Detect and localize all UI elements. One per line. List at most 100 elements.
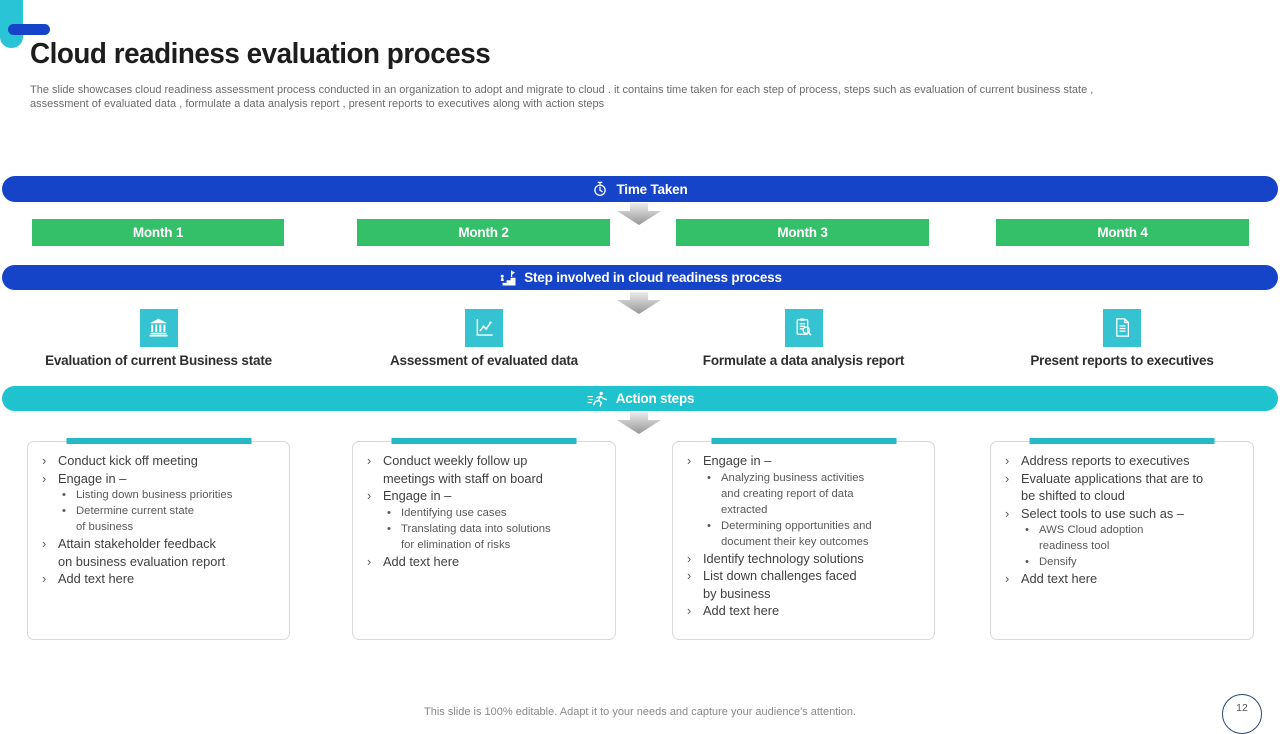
list-item: › Engage in – (361, 487, 607, 505)
accent-bar (8, 24, 50, 35)
list-item-text: Add text here (1021, 571, 1098, 586)
chevron-bullet-icon: › (1005, 470, 1010, 486)
chevron-bullet-icon: › (42, 536, 47, 551)
card-accent-bar (66, 438, 251, 444)
dot-bullet-icon: • (1025, 524, 1029, 536)
chevron-bullet-icon: › (42, 453, 47, 468)
steps-banner-label: Step involved in cloud readiness process (524, 270, 782, 285)
chevron-bullet-icon: › (1005, 505, 1010, 521)
list-item: • AWS Cloud adoption readiness tool (999, 522, 1245, 554)
list-item-text: Engage in – (58, 470, 127, 486)
list-item-text: Determine current state of business (76, 505, 195, 533)
page-number-badge: 12 (1222, 694, 1262, 734)
step-formulate-report: Formulate a data analysis report (672, 309, 935, 368)
list-item-text: Select tools to use such as – (1021, 505, 1184, 521)
action-steps-banner: Action steps (2, 386, 1278, 411)
month-4-bar: Month 4 (996, 219, 1249, 246)
time-taken-label: Time Taken (616, 181, 688, 197)
list-item: ›Address reports to executives (999, 452, 1245, 470)
list-item: › List down challenges faced by business (681, 567, 926, 602)
list-item-text: Densify (1039, 556, 1077, 568)
step-label: Present reports to executives (1030, 353, 1214, 368)
list-item: › Select tools to use such as – (999, 505, 1245, 523)
chevron-bullet-icon: › (367, 488, 372, 503)
steps-banner: Step involved in cloud readiness process (2, 265, 1278, 290)
list-item-text: Engage in – (703, 453, 772, 468)
page-title: Cloud readiness evaluation process (30, 38, 491, 70)
stopwatch-icon (592, 181, 608, 197)
card-accent-bar (391, 438, 577, 444)
action-card-month-3: › Engage in – • Analyzing business activiti… (672, 438, 935, 640)
list-item-text: Listing down business priorities (76, 489, 233, 501)
step-evaluation-business-state: Evaluation of current Business state (27, 309, 290, 368)
list-item: › Engage in – (36, 470, 281, 488)
list-item-text: Add text here (383, 553, 460, 569)
page-number: 12 (1236, 702, 1248, 714)
chevron-bullet-icon: › (367, 553, 372, 569)
slide-description: The slide showcases cloud readiness asse… (30, 84, 1094, 110)
list-item-text: Add text here (703, 603, 780, 618)
line-chart-icon (465, 309, 503, 347)
action-list: ›Conduct weekly follow up meetings with … (361, 452, 607, 570)
list-item: ›Evaluate applications that are to be sh… (999, 470, 1245, 505)
list-item: ›Conduct weekly follow up meetings with … (361, 452, 607, 487)
action-card-month-2: ›Conduct weekly follow up meetings with … (352, 438, 616, 640)
dot-bullet-icon: • (387, 522, 391, 535)
list-item: • Analyzing business activities and creat… (681, 470, 926, 518)
list-item-text: Analyzing business activities and creati… (721, 471, 865, 516)
list-item: ›Identify technology solutions (681, 550, 926, 568)
dot-bullet-icon: • (707, 471, 711, 484)
down-arrow-icon (617, 292, 661, 314)
action-steps-label: Action steps (615, 391, 695, 406)
action-card-month-4: ›Address reports to executives›Evaluate … (990, 438, 1254, 640)
action-list: › Conduct kick off meeting › Engage in – • Li… (36, 452, 281, 588)
dot-bullet-icon: • (62, 505, 66, 517)
list-item: • Listing down business priorities (36, 487, 281, 503)
list-item: › Add text here (681, 602, 926, 620)
action-list: › Engage in – • Analyzing business activiti… (681, 452, 926, 620)
chevron-bullet-icon: › (687, 603, 692, 618)
list-item: › Engage in – (681, 452, 926, 470)
list-item-text: Conduct kick off meeting (58, 453, 198, 468)
list-item: › Add text here (999, 570, 1245, 588)
month-3-bar: Month 3 (676, 219, 929, 246)
step-label: Assessment of evaluated data (390, 353, 578, 368)
list-item-text: Address reports to executives (1021, 453, 1190, 468)
list-item-text: Determining opportunities and document t… (721, 519, 872, 548)
action-card-month-1: › Conduct kick off meeting › Engage in – • Li… (27, 438, 290, 640)
list-item: › Add text here (361, 553, 607, 571)
dot-bullet-icon: • (707, 519, 711, 532)
bank-building-icon (139, 309, 178, 347)
chevron-bullet-icon: › (367, 453, 372, 468)
stairs-flag-icon (498, 270, 516, 286)
action-list: ›Address reports to executives›Evaluate … (999, 452, 1245, 588)
chevron-bullet-icon: › (42, 470, 47, 486)
card-accent-bar (711, 438, 896, 444)
chevron-bullet-icon: › (42, 571, 47, 586)
list-item: •Translating data into solutions for eli… (361, 521, 607, 553)
chevron-bullet-icon: › (1005, 571, 1010, 586)
list-item-text: AWS Cloud adoption readiness tool (1039, 524, 1144, 552)
list-item-text: Identifying use cases (401, 506, 507, 519)
list-item: › Attain stakeholder feedback on business… (36, 535, 281, 570)
dot-bullet-icon: • (1025, 556, 1029, 568)
down-arrow-icon (617, 203, 661, 225)
list-item-text: Identify technology solutions (703, 550, 864, 566)
list-item-text: Engage in – (383, 488, 452, 503)
step-assessment-evaluated-data: Assessment of evaluated data (352, 309, 616, 368)
chevron-bullet-icon: › (687, 568, 692, 583)
step-label: Evaluation of current Business state (45, 353, 272, 368)
list-item: • Determine current state of business (36, 503, 281, 535)
list-item: • Densify (999, 554, 1245, 570)
step-present-reports: Present reports to executives (990, 309, 1254, 368)
report-magnifier-icon (784, 309, 823, 347)
document-icon (1103, 309, 1141, 347)
dot-bullet-icon: • (62, 489, 66, 501)
list-item-text: List down challenges faced by business (703, 568, 857, 601)
footer-note: This slide is 100% editable. Adapt it to… (424, 706, 856, 718)
list-item-text: Attain stakeholder feedback on business … (58, 536, 226, 569)
list-item: ›Add text here (36, 570, 281, 588)
chevron-bullet-icon: › (687, 453, 692, 468)
list-item: •Identifying use cases (361, 505, 607, 521)
list-item: • Determining opportunities and document … (681, 518, 926, 550)
